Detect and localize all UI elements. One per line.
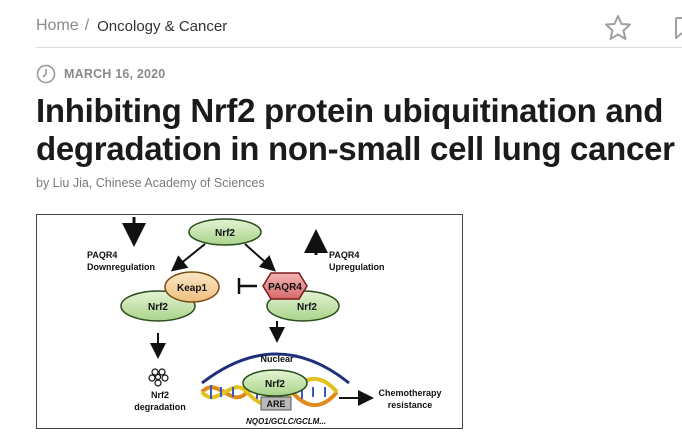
breadcrumb: Home / Oncology & Cancer: [36, 14, 227, 38]
nrf2-nuclear-label: Nrf2: [265, 379, 285, 390]
are-label: ARE: [266, 399, 285, 409]
down-label-1: PAQR4: [87, 250, 117, 260]
clock-icon: [36, 64, 56, 84]
paqr4-node: [262, 272, 308, 300]
nrf2-pathway-diagram: Nrf2 PAQR4 Downregulation PAQR4 Upregula…: [87, 217, 442, 426]
arrow-to-left: [170, 243, 206, 272]
degradation-label-1: Nrf2: [151, 390, 169, 400]
article-date: MARCH 16, 2020: [64, 67, 166, 81]
keap1-node: [164, 271, 220, 303]
outcome-label-2: resistance: [388, 400, 433, 410]
nrf2-right-label: Nrf2: [297, 302, 317, 313]
article-byline: by Liu Jia, Chinese Academy of Sciences: [36, 176, 265, 190]
arrow-to-right: [244, 243, 276, 272]
bookmark-icon[interactable]: [674, 17, 682, 41]
breadcrumb-separator: /: [84, 17, 90, 34]
genes-label: NQO1/GCLC/GCLM...: [246, 417, 326, 426]
breadcrumb-home-link[interactable]: Home: [36, 17, 79, 34]
star-icon[interactable]: [604, 14, 632, 42]
up-label-2: Upregulation: [329, 262, 385, 272]
nrf2-nuclear-node: [242, 369, 308, 397]
nuclear-membrane: [201, 352, 350, 385]
nuclear-label: Nuclear: [260, 354, 294, 364]
up-label-1: PAQR4: [329, 250, 359, 260]
keap1-label: Keap1: [177, 283, 207, 294]
breadcrumb-category-link[interactable]: Oncology & Cancer: [97, 17, 228, 35]
paqr4-label: PAQR4: [268, 282, 302, 293]
nrf2-left-label: Nrf2: [148, 302, 168, 313]
nrf2-top-node: [188, 218, 262, 246]
header-divider: [36, 47, 682, 48]
article-figure[interactable]: Nrf2 PAQR4 Downregulation PAQR4 Upregula…: [36, 214, 463, 429]
outcome-label-1: Chemotherapy: [378, 388, 441, 398]
down-label-2: Downregulation: [87, 262, 155, 272]
article-date-row: MARCH 16, 2020: [36, 64, 165, 84]
are-box: [260, 396, 292, 411]
article-title: Inhibiting Nrf2 protein ubiquitination a…: [36, 92, 675, 167]
degradation-label-2: degradation: [134, 402, 186, 412]
degradation-fragments-icon: [148, 368, 169, 387]
nrf2-top-label: Nrf2: [215, 228, 235, 239]
